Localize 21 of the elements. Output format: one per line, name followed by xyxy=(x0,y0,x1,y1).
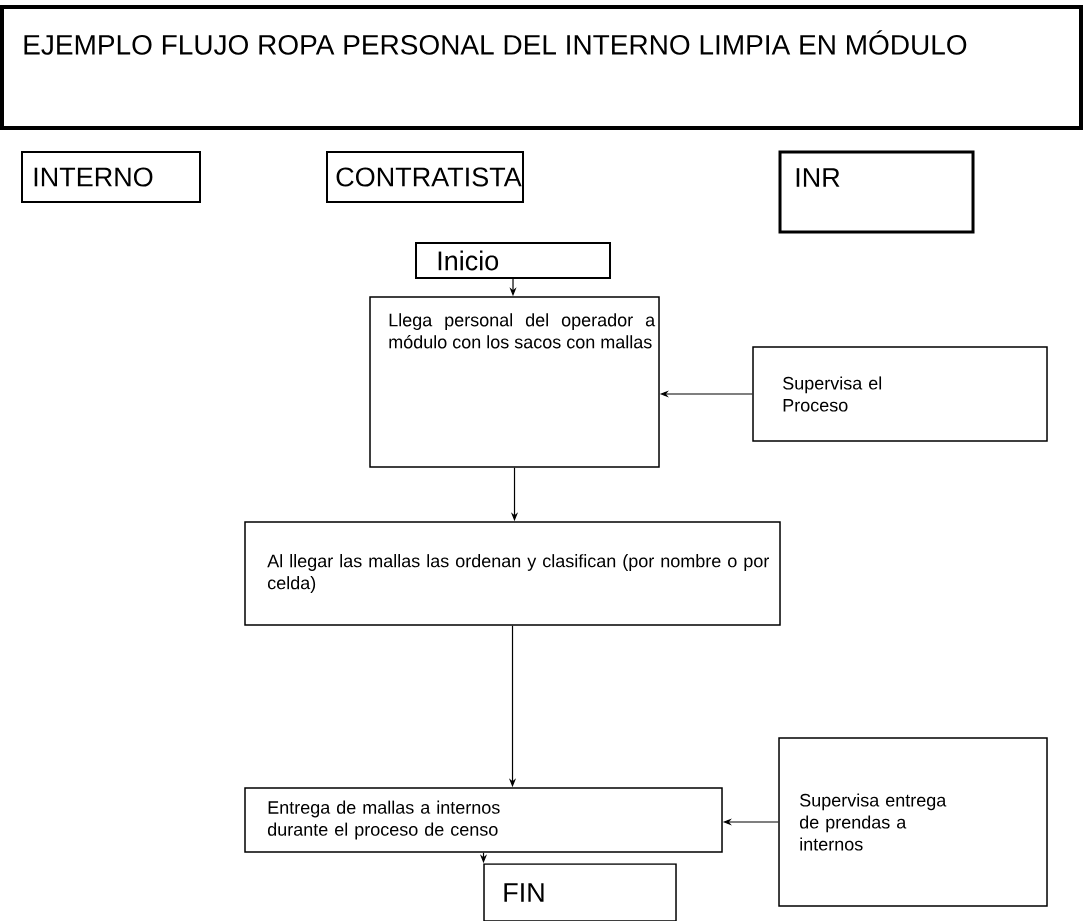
process-box xyxy=(244,521,781,626)
box-text: CONTRATISTA xyxy=(336,167,522,187)
box-text: Entrega de mallas a internos durante el proceso de censo xyxy=(267,800,500,840)
box-text: INR xyxy=(796,168,840,187)
lane-header xyxy=(778,150,975,234)
lane-header xyxy=(21,151,201,203)
end-box xyxy=(483,863,677,921)
box-text: FIN xyxy=(504,883,544,902)
title-box: EJEMPLO FLUJO ROPA PERSONAL DEL INTERNO LIMPIA EN MÓDULO xyxy=(0,5,1083,130)
process-box xyxy=(369,296,660,468)
box-text: Al llegar las mallas las ordenan y clasifican (por nombre o por celda) xyxy=(267,554,769,593)
note-box xyxy=(778,737,1048,907)
box-text: Supervisa el Proceso xyxy=(783,376,882,412)
box-text: Llega personal del operador a módulo con los sacos con mallas xyxy=(389,313,656,349)
lane-header xyxy=(326,151,524,203)
process-box xyxy=(244,787,723,853)
box-text: INTERNO xyxy=(34,167,153,187)
note-box xyxy=(752,346,1048,442)
box-text: Supervisa entrega de prendas a internos xyxy=(799,793,947,851)
start-box xyxy=(415,242,611,279)
box-text: Inicio xyxy=(438,250,499,271)
